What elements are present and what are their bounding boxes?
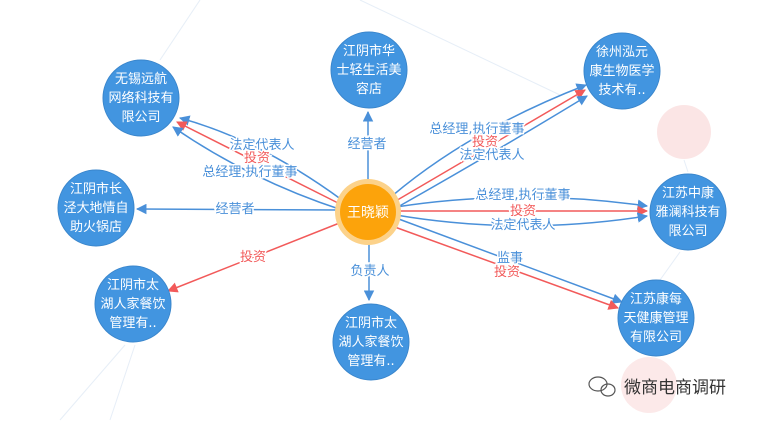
edge-kangmei-supervisor (395, 217, 623, 304)
edge-label: 投资 (472, 134, 498, 150)
edge-label: 总经理,执行董事 (475, 188, 570, 203)
svg-text:江阴市太: 江阴市太 (345, 315, 397, 331)
company-node-wuxi[interactable]: 无锡远航 网络科技有 限公司 (102, 59, 180, 137)
svg-text:江阴市太: 江阴市太 (107, 277, 159, 293)
company-node-kangmei[interactable]: 江苏康每 天健康管理 有限公司 (617, 279, 695, 357)
svg-text:江阴市华: 江阴市华 (343, 43, 395, 59)
svg-text:雅澜科技有: 雅澜科技有 (655, 205, 720, 220)
faded-edges (59, 0, 689, 421)
edge-wuxi-legal-rep (178, 115, 343, 201)
svg-text:有限公司: 有限公司 (630, 330, 682, 345)
company-node-taihu-bottom[interactable]: 江阴市太 湖人家餐饮 管理有.. (332, 303, 410, 381)
svg-text:泾大地情自: 泾大地情自 (63, 201, 128, 216)
edge-label: 经营者 (215, 202, 254, 217)
edge-label: 总经理,执行董事 (429, 122, 524, 137)
svg-text:助火锅店: 助火锅店 (70, 219, 122, 235)
edge-label: 法定代表人 (459, 148, 524, 163)
edge-label: 法定代表人 (229, 138, 294, 153)
svg-text:湖人家餐饮: 湖人家餐饮 (100, 296, 165, 312)
svg-text:限公司: 限公司 (121, 110, 160, 125)
company-node-xuzhou[interactable]: 徐州泓元 康生物医学 技术有.. (583, 32, 661, 110)
svg-text:管理有..: 管理有.. (347, 354, 394, 369)
svg-text:江苏中康: 江苏中康 (662, 185, 714, 201)
svg-text:网络科技有: 网络科技有 (108, 90, 173, 106)
wechat-icon (588, 376, 616, 397)
svg-text:湖人家餐饮: 湖人家餐饮 (338, 334, 403, 350)
svg-text:士轻生活美: 士轻生活美 (336, 63, 401, 78)
edge-label: 法定代表人 (490, 218, 555, 233)
company-node-changjing[interactable]: 江阴市长 泾大地情自 助火锅店 (57, 169, 135, 247)
company-node-taihu-left[interactable]: 江阴市太 湖人家餐饮 管理有.. (94, 265, 172, 343)
edge-label: 投资 (240, 249, 266, 265)
edge-zhongkang-legal-rep (395, 212, 649, 227)
svg-text:徐州泓元: 徐州泓元 (596, 45, 648, 60)
watermark-text: 微商电商调研 (624, 378, 726, 398)
svg-text:限公司: 限公司 (668, 224, 707, 239)
edge-xuzhou-manager (391, 83, 587, 197)
edge-taihu-left-invest (167, 221, 343, 293)
edge-label: 投资 (510, 203, 536, 219)
edge-wuxi-manager (172, 126, 343, 211)
edge-xuzhou-invest (393, 89, 586, 203)
edge-label: 投资 (244, 150, 270, 166)
edge-label: 负责人 (350, 264, 389, 279)
edge-xuzhou-legal-rep (395, 95, 588, 209)
edge-changjing (135, 203, 341, 215)
edge-label: 总经理,执行董事 (202, 165, 297, 180)
company-node-huashi[interactable]: 江阴市华 士轻生活美 容店 (330, 31, 408, 109)
edge-label: 监事 (497, 251, 523, 266)
svg-text:天健康管理: 天健康管理 (623, 310, 688, 326)
edge-zhongkang-manager (395, 196, 649, 210)
svg-text:康生物医学: 康生物医学 (589, 63, 654, 79)
company-node-zhongkang[interactable]: 江苏中康 雅澜科技有 限公司 (649, 173, 727, 251)
edge-label: 投资 (494, 264, 520, 280)
svg-text:无锡远航: 无锡远航 (115, 71, 167, 87)
svg-text:技术有..: 技术有.. (598, 83, 645, 98)
svg-text:管理有..: 管理有.. (109, 316, 156, 331)
svg-text:容店: 容店 (356, 81, 382, 97)
person-node-center[interactable]: 王晓颖 (335, 179, 401, 245)
svg-text:江阴市长: 江阴市长 (70, 181, 122, 197)
edge-wuxi-invest (176, 121, 343, 206)
faded-node (657, 105, 711, 159)
svg-text:王晓颖: 王晓颖 (347, 205, 389, 221)
edge-label: 经营者 (347, 137, 386, 152)
edge-kangmei-invest (391, 225, 619, 310)
faded-node (621, 357, 677, 413)
svg-text:江苏康每: 江苏康每 (630, 291, 682, 307)
